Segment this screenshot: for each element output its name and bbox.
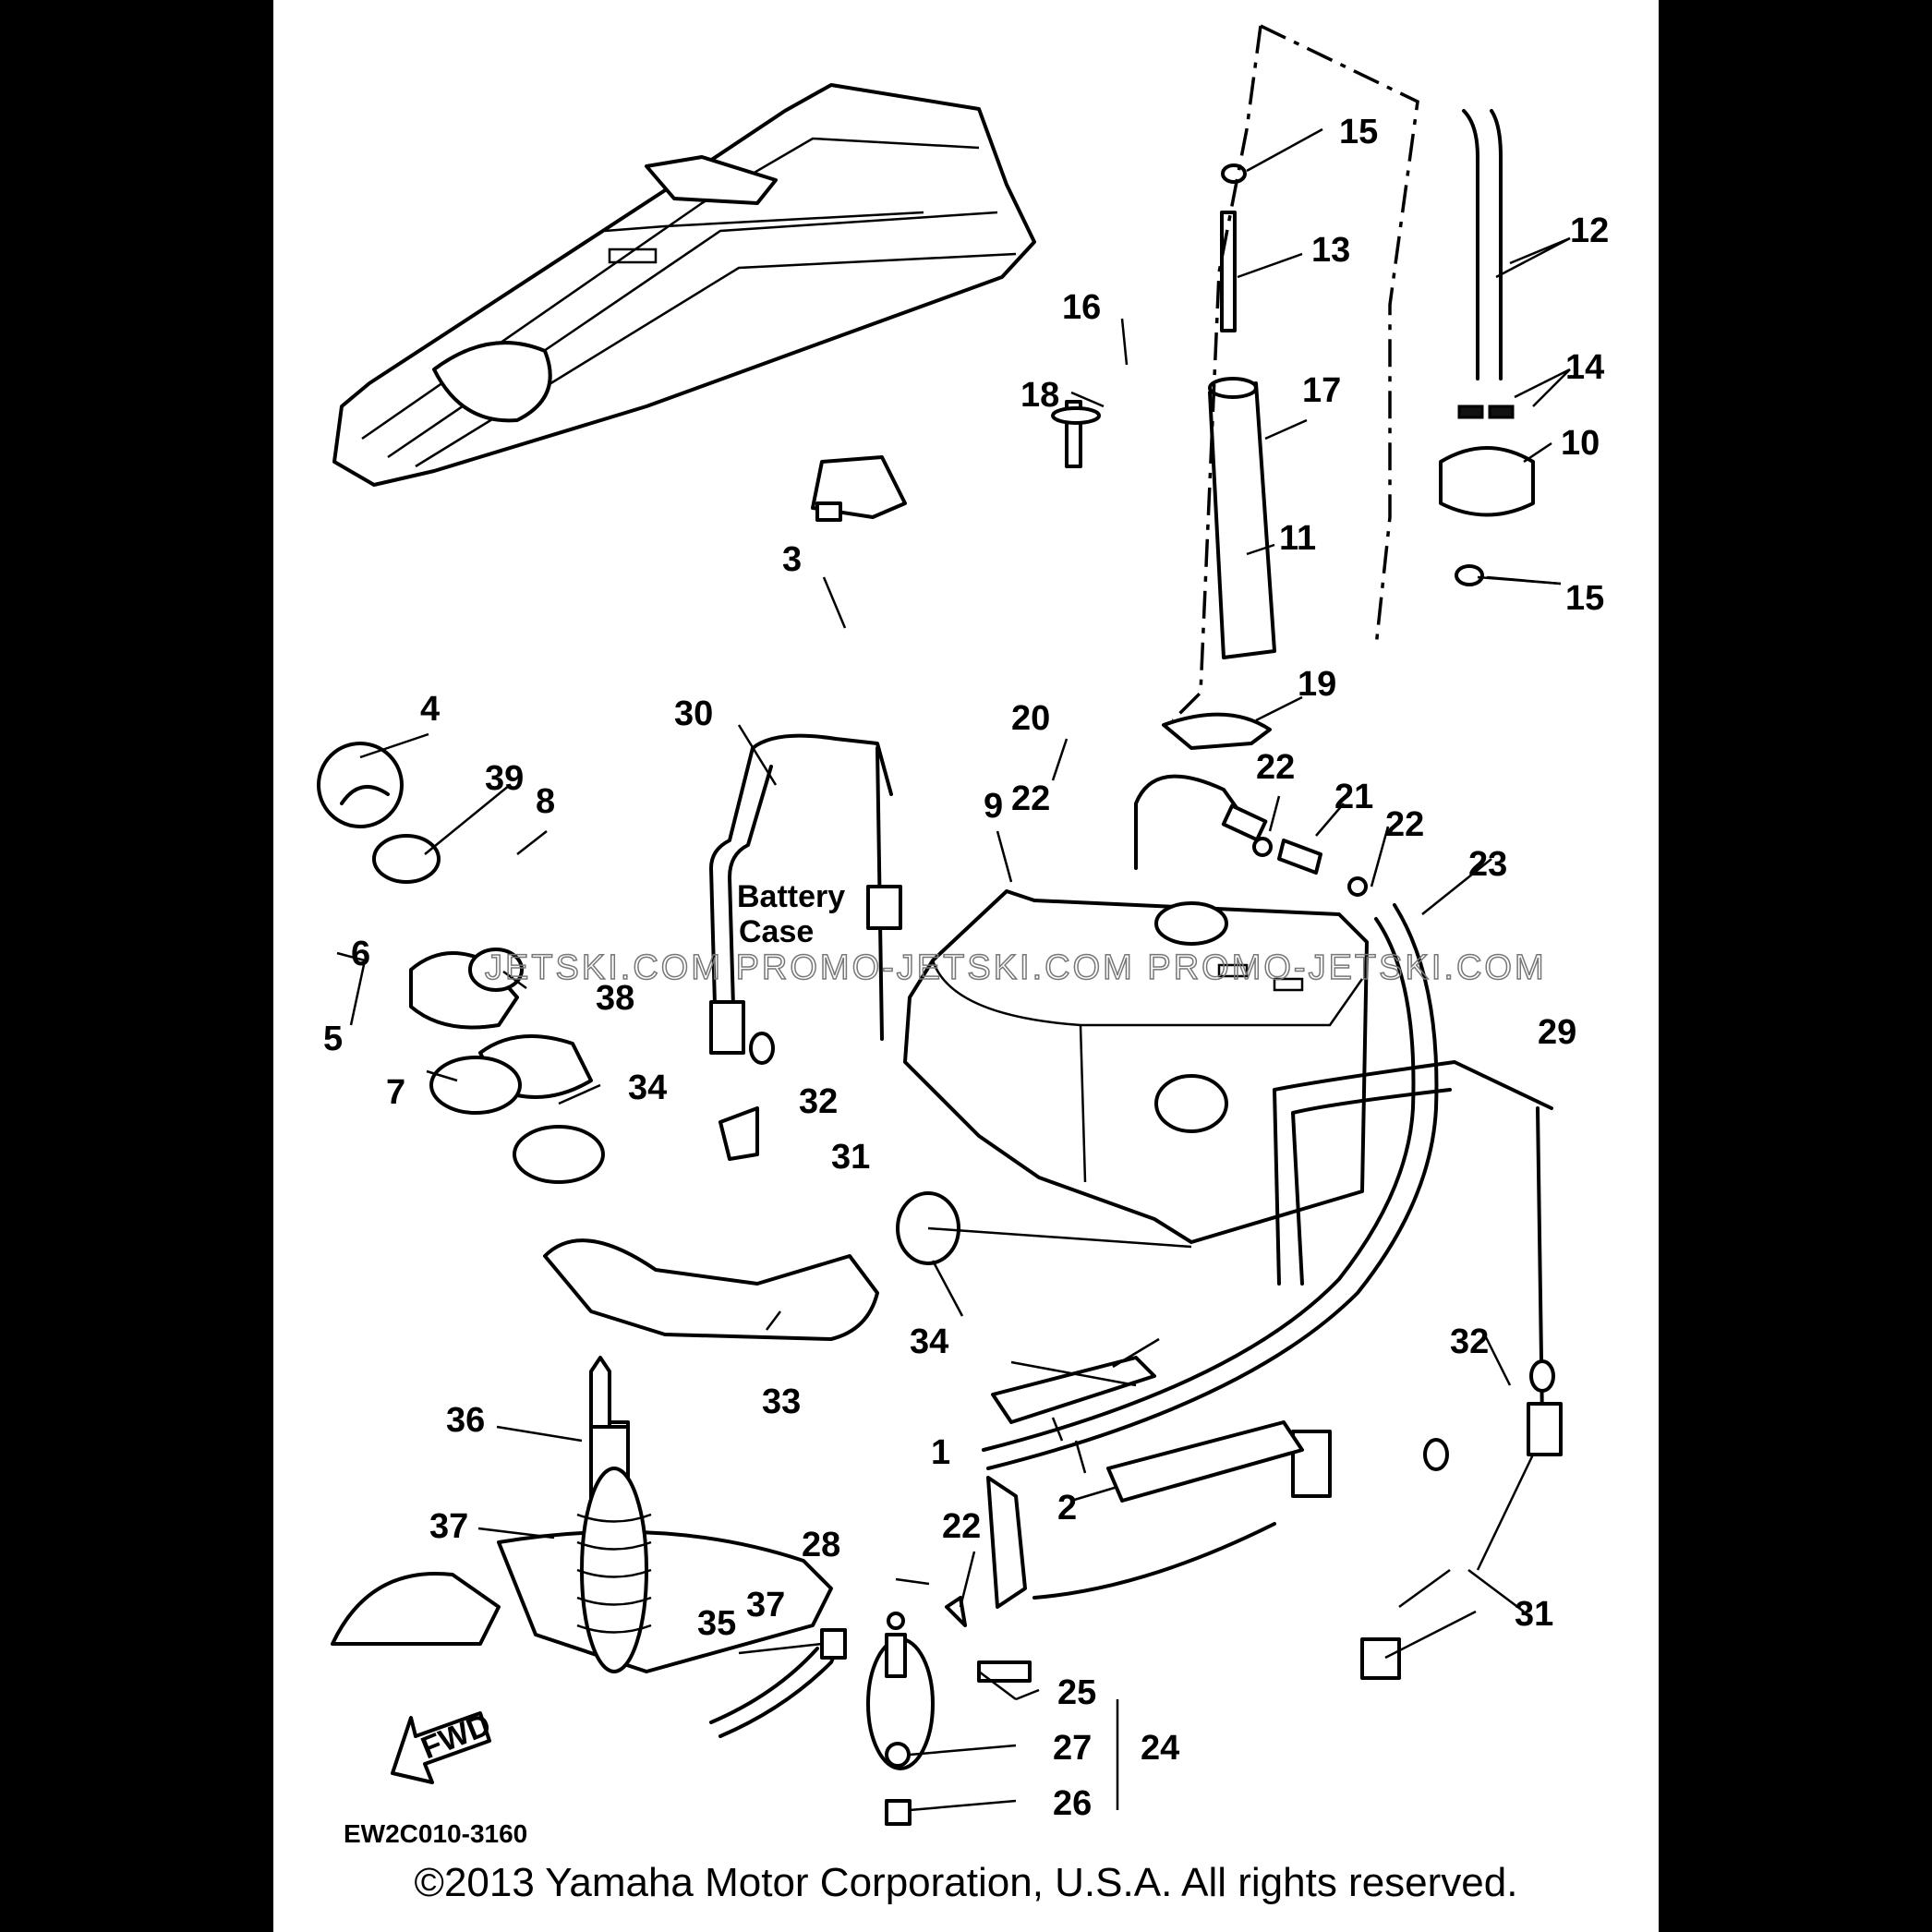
callout-22: 22: [942, 1507, 981, 1546]
callout-18: 18: [1020, 376, 1059, 415]
callout-37: 37: [429, 1507, 468, 1546]
callout-15: 15: [1339, 113, 1378, 151]
drawing-code: EW2C010-3160: [344, 1819, 527, 1848]
callout-32: 32: [1450, 1322, 1489, 1361]
callout-11: 11: [1279, 519, 1316, 558]
callout-29: 29: [1538, 1013, 1576, 1052]
callout-30: 30: [674, 694, 713, 733]
callout-26: 26: [1053, 1784, 1092, 1823]
callout-17: 17: [1302, 371, 1341, 410]
callout-31: 31: [1515, 1595, 1553, 1634]
callout-27: 27: [1053, 1729, 1092, 1768]
callout-21: 21: [1334, 778, 1373, 816]
callout-38: 38: [596, 979, 634, 1018]
callout-36: 36: [446, 1401, 485, 1440]
callout-39: 39: [485, 759, 524, 798]
fwd-label: FWD: [417, 1707, 496, 1766]
callout-7: 7: [386, 1073, 405, 1112]
callout-2: 2: [1057, 1489, 1077, 1527]
callout-25: 25: [1057, 1673, 1096, 1712]
callout-22: 22: [1385, 805, 1424, 844]
callout-1: 1: [931, 1433, 950, 1472]
callout-34: 34: [628, 1069, 667, 1107]
callout-10: 10: [1561, 424, 1600, 463]
hardware-parts: [317, 109, 1563, 1826]
callout-numbers: 15 13 12 16 14 18 17 10 11 15 3 19 4 30 …: [323, 113, 1609, 1823]
callout-19: 19: [1298, 665, 1336, 704]
fuel-tank: [903, 889, 1369, 1244]
leader-lines: [336, 24, 1571, 1812]
callout-32: 32: [799, 1082, 838, 1121]
callout-28: 28: [802, 1526, 840, 1564]
watercraft-illustration: [332, 83, 1036, 487]
callout-35: 35: [697, 1604, 736, 1643]
copyright-notice: ©2013 Yamaha Motor Corporation, U.S.A. A…: [414, 1860, 1518, 1905]
callout-5: 5: [323, 1020, 343, 1058]
callout-22: 22: [1256, 748, 1295, 787]
battery-case-label-line1: Battery: [737, 879, 845, 914]
callout-12: 12: [1570, 211, 1609, 250]
callout-23: 23: [1468, 845, 1507, 884]
callout-20: 20: [1011, 699, 1050, 738]
callout-34: 34: [910, 1322, 948, 1361]
callout-9: 9: [984, 787, 1003, 826]
callout-33: 33: [762, 1383, 801, 1421]
callout-4: 4: [420, 690, 440, 729]
callout-37: 37: [746, 1586, 785, 1624]
callout-16: 16: [1062, 288, 1101, 327]
fwd-arrow-icon: FWD: [391, 1707, 496, 1784]
callout-13: 13: [1311, 231, 1350, 270]
callout-24: 24: [1141, 1729, 1179, 1768]
callout-8: 8: [536, 782, 555, 821]
battery-case-label-line2: Case: [739, 914, 814, 949]
callout-31: 31: [831, 1138, 870, 1177]
callout-3: 3: [782, 540, 802, 579]
callout-14: 14: [1565, 348, 1604, 387]
callout-6: 6: [351, 935, 370, 973]
callout-22: 22: [1011, 779, 1050, 818]
callout-15: 15: [1565, 579, 1604, 618]
watermark: JETSKI.COM PROMO-JETSKI.COM PROMO-JETSKI…: [485, 948, 1547, 987]
